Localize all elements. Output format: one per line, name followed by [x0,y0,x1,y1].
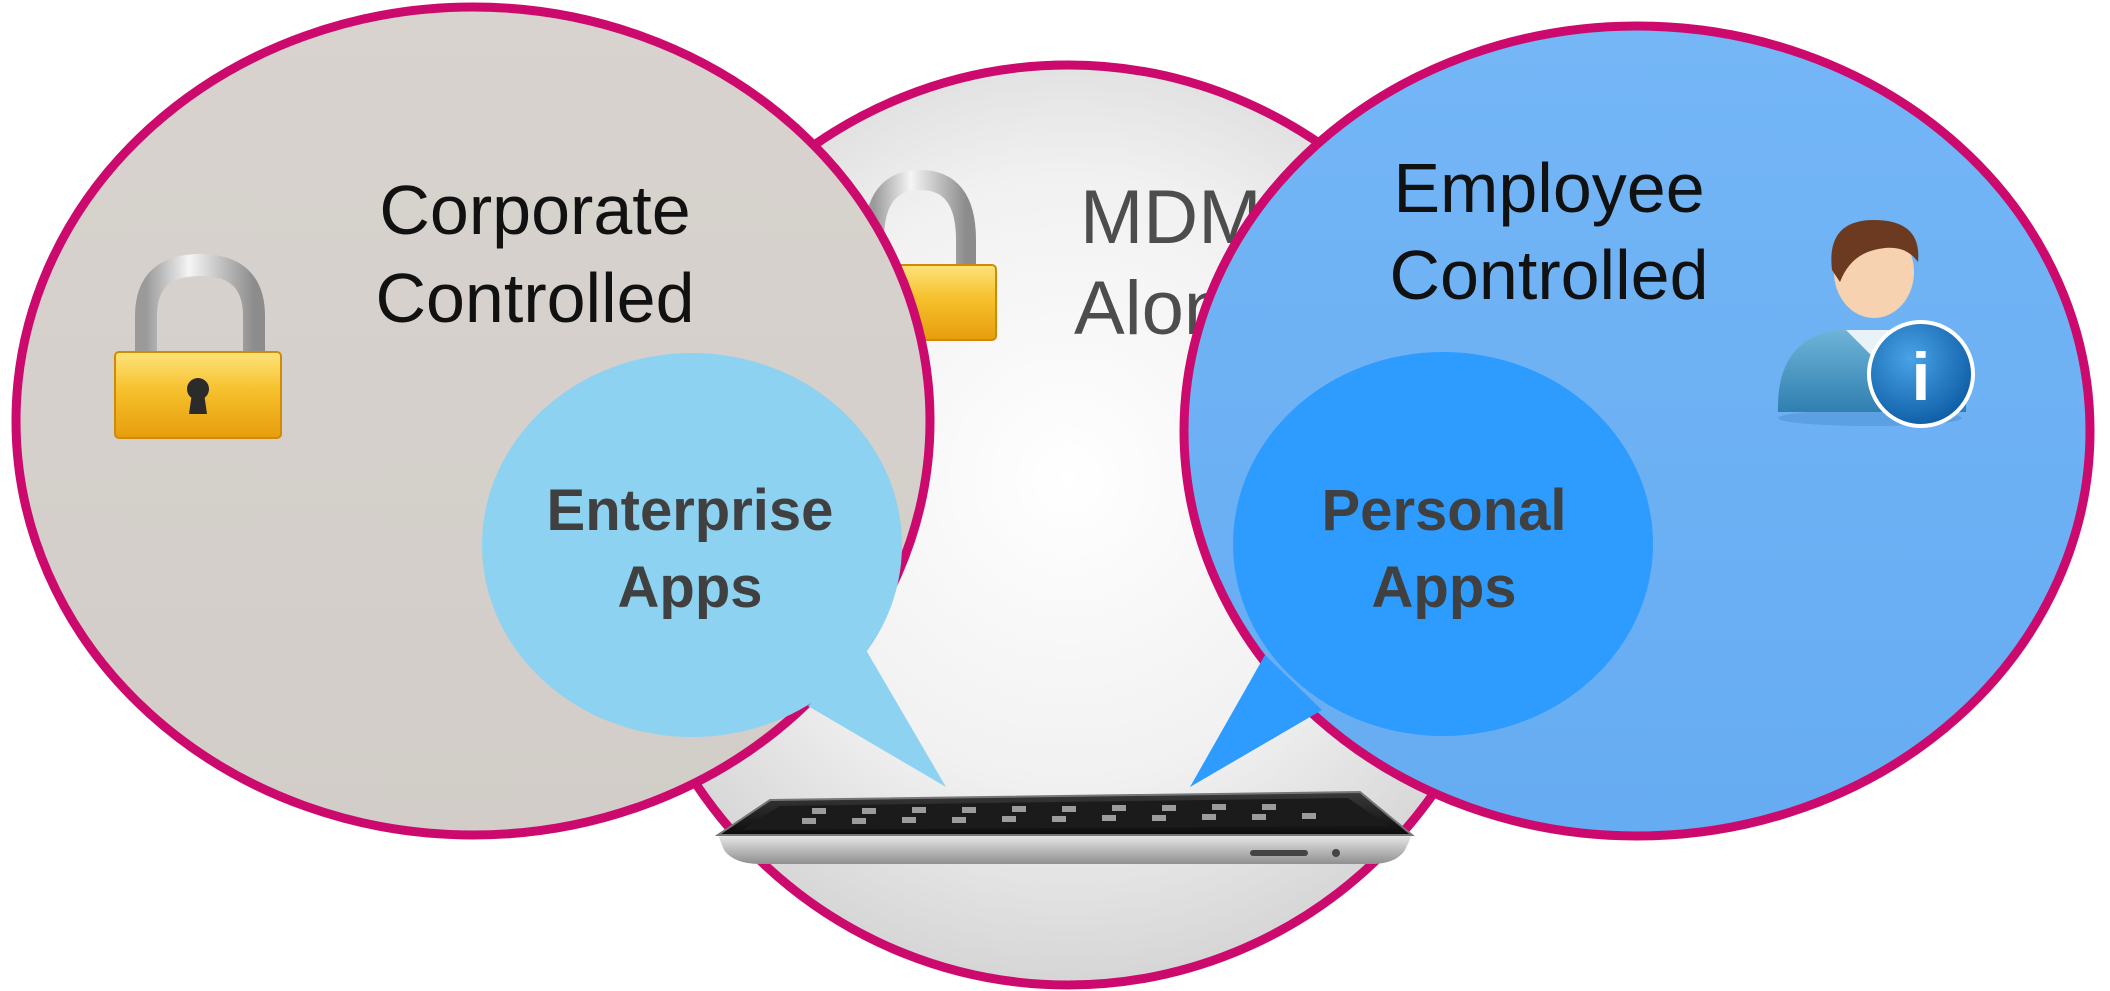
enterprise-bubble-line1: Enterprise [547,478,834,543]
enterprise-apps-bubble: Enterprise Apps [482,353,946,787]
left-title-line2: Controlled [375,259,694,337]
personal-apps-bubble: Personal Apps [1190,352,1653,787]
user-info-icon: i [1777,220,1975,428]
tablet-icon [714,790,1415,864]
right-title-line2: Controlled [1389,236,1708,314]
left-title-line1: Corporate [379,171,690,249]
enterprise-bubble-line2: Apps [618,555,763,620]
left-padlock-icon [114,253,282,439]
right-title-line1: Employee [1393,149,1704,227]
personal-bubble-line1: Personal [1322,478,1567,543]
personal-bubble-line2: Apps [1372,555,1517,620]
info-glyph: i [1912,339,1931,415]
